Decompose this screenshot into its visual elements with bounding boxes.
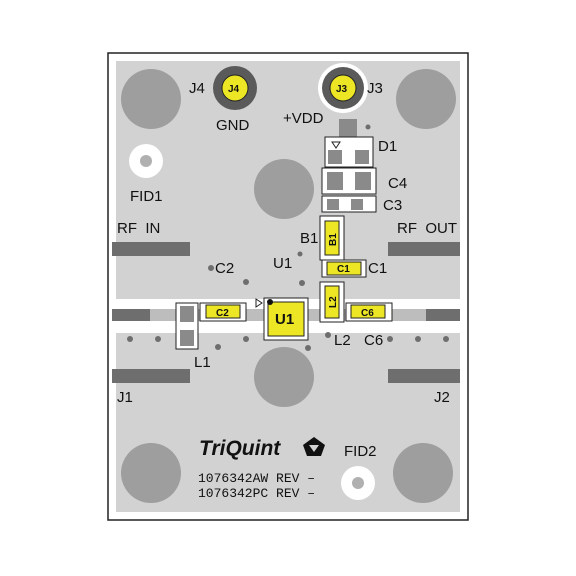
revision-line-1: 1076342AW REV –	[198, 471, 315, 486]
l2-body	[324, 285, 340, 319]
c3-pad-right	[351, 199, 363, 210]
mounting-hole-tr	[396, 69, 456, 129]
thermal-via-top	[254, 159, 314, 219]
l1-pad-top	[180, 306, 194, 322]
label-j4: J4	[189, 80, 205, 97]
board-surface	[116, 61, 460, 512]
label-fid2: FID2	[344, 443, 377, 460]
label-j3: J3	[367, 80, 383, 97]
label-rf-in: RF IN	[117, 220, 160, 237]
edge-stub-left	[112, 309, 150, 321]
revision-line-2: 1076342PC REV –	[198, 486, 315, 501]
c6-part-label: C6	[361, 308, 374, 319]
d1-pad-top	[339, 119, 357, 139]
mounting-hole-tl	[121, 69, 181, 129]
c2-body	[205, 304, 241, 319]
label-rf-out: RF OUT	[397, 220, 457, 237]
d1-triangle	[331, 141, 341, 149]
label-c3: C3	[383, 197, 402, 214]
edge-stub-right	[426, 309, 460, 321]
fiducial-2-dot	[352, 477, 364, 489]
label-fid1: FID1	[130, 188, 163, 205]
c4-pad-left	[327, 172, 343, 190]
label-c1: C1	[368, 260, 387, 277]
j3-pin-label: J3	[336, 84, 348, 95]
j4-pin-label: J4	[228, 84, 240, 95]
j2-connector	[388, 369, 460, 383]
c3-pad-left	[327, 199, 339, 210]
label-b1: B1	[300, 230, 318, 247]
c4-pad-right	[355, 172, 371, 190]
mounting-hole-bl	[121, 443, 181, 503]
b1-part-label: B1	[328, 233, 339, 246]
u1-body	[267, 301, 305, 337]
u1-pin1-dot	[267, 299, 273, 305]
label-j1: J1	[117, 389, 133, 406]
triquint-logo-notch	[309, 445, 319, 452]
connector-j3-pad	[329, 74, 357, 102]
l2-part-label: L2	[328, 296, 339, 308]
d1-pad-left	[328, 150, 342, 164]
l1-pad-bottom	[180, 330, 194, 346]
rf-in-connector	[112, 242, 190, 256]
u1-pin1-marker	[255, 298, 263, 308]
j1-connector	[112, 369, 190, 383]
label-j2: J2	[434, 389, 450, 406]
label-l2: L2	[334, 332, 351, 349]
u1-part-label: U1	[275, 311, 294, 328]
label-u1-top: U1	[273, 255, 292, 272]
c1-part-label: C1	[337, 264, 350, 275]
brand-name: TriQuint	[199, 437, 281, 460]
rf-out-connector	[388, 242, 460, 256]
label-c2-top: C2	[215, 260, 234, 277]
c1-body	[326, 261, 362, 276]
fiducial-1-dot	[140, 155, 152, 167]
thermal-via-bottom	[254, 347, 314, 407]
b1-body	[324, 220, 340, 256]
label-l1: L1	[194, 354, 211, 371]
label-c4: C4	[388, 175, 407, 192]
via-dots	[125, 124, 449, 379]
label-c6: C6	[364, 332, 383, 349]
c2-part-label: C2	[216, 308, 229, 319]
c6-body	[350, 304, 386, 319]
label-d1: D1	[378, 138, 397, 155]
mounting-hole-br	[393, 443, 453, 503]
label-gnd: GND	[216, 117, 250, 134]
d1-pad-right	[355, 150, 369, 164]
connector-j4-pad	[221, 74, 249, 102]
label-vdd: +VDD	[283, 110, 324, 127]
